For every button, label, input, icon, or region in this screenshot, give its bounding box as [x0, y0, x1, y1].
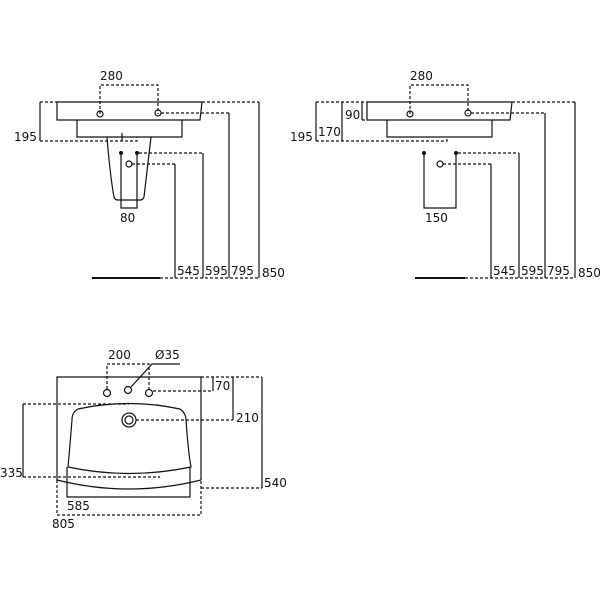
pedestal-spacing-label: 80	[120, 211, 135, 225]
depth-label: 540	[264, 476, 287, 490]
height-795-label: 795	[547, 264, 570, 278]
tap-spacing-label: 200	[108, 348, 131, 362]
height-850-label: 850	[578, 266, 600, 280]
height-545-label: 545	[493, 264, 516, 278]
basin-height-label: 195	[14, 130, 37, 144]
overall-width-label: 805	[52, 517, 75, 531]
basin-bowl	[67, 402, 192, 475]
bowl-depth-label: 335	[0, 466, 23, 480]
plan-view: 200 Ø35 70 210 540 335 585 805	[0, 348, 287, 531]
front-view-with-pedestal: 280 195 80 545 595 795 850	[14, 69, 285, 280]
hole-diameter-label: Ø35	[155, 348, 180, 362]
pedestal	[106, 136, 152, 201]
front-height-label: 90	[345, 108, 360, 122]
height-850-label: 850	[262, 266, 285, 280]
tap-offset-label: 70	[215, 379, 230, 393]
height-595-label: 595	[205, 264, 228, 278]
height-595-label: 595	[521, 264, 544, 278]
tap-spacing-label: 280	[100, 69, 123, 83]
height-795-label: 795	[231, 264, 254, 278]
basin-height-label: 195	[290, 130, 313, 144]
bowl-height-label: 170	[318, 125, 341, 139]
height-545-label: 545	[177, 264, 200, 278]
front-view-wall-hung: 280 195 170 90 150 545 595 795 850	[290, 69, 600, 280]
waste-offset-label: 210	[236, 411, 259, 425]
bowl-width-label: 585	[67, 499, 90, 513]
tap-spacing-label: 280	[410, 69, 433, 83]
waste-spacing-label: 150	[425, 211, 448, 225]
